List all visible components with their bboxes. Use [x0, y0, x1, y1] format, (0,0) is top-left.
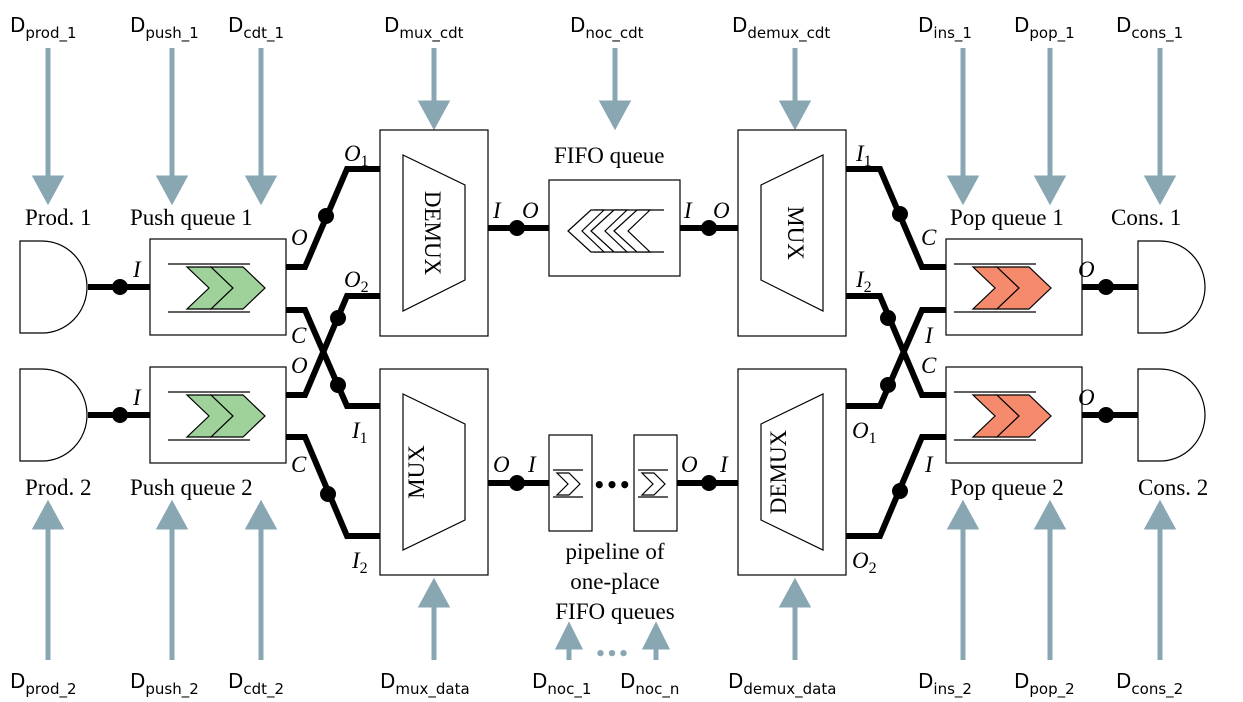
- consumer-1-label: Cons. 1: [1111, 205, 1181, 230]
- delay-label-noc-n: Dnoc_n: [620, 669, 679, 699]
- delay-arrows-bottom: [31, 499, 1177, 660]
- chevron-icon: [995, 394, 1052, 438]
- demux-top-label: DEMUX: [420, 191, 445, 276]
- producer-1-label: Prod. 1: [25, 205, 91, 230]
- port-label-i2: I2: [855, 267, 872, 296]
- pipeline-queue-last: [633, 434, 678, 532]
- port-label-i: I: [683, 198, 693, 223]
- consumer-2-label: Cons. 2: [1138, 475, 1208, 500]
- delay-ellipsis: •••: [595, 644, 630, 665]
- mux-bottom: MUX: [379, 368, 489, 576]
- delay-label-ins-2: Dins_2: [918, 669, 972, 699]
- delay-label-noc-cdt: Dnoc_cdt: [570, 13, 644, 43]
- demux-bottom: DEMUX: [737, 368, 847, 576]
- delay-label-push-1: Dpush_1: [130, 13, 199, 43]
- delay-label-prod-1: Dprod_1: [10, 13, 77, 43]
- port-label-o: O: [681, 452, 698, 477]
- demux-bottom-label: DEMUX: [766, 429, 791, 514]
- delay-label-cdt-1: Dcdt_1: [228, 13, 284, 43]
- port-label-i: I: [924, 323, 934, 348]
- push-queue-1: [149, 238, 287, 336]
- port-label-c: C: [921, 353, 937, 378]
- port-label-c: C: [921, 225, 937, 250]
- port-label-i: I: [132, 385, 142, 410]
- delay-label-demux-cdt: Ddemux_cdt: [732, 13, 830, 43]
- delay-label-pop-2: Dpop_2: [1014, 669, 1075, 699]
- port-label-c: C: [291, 452, 307, 477]
- junction-dots: [112, 206, 1114, 502]
- pipeline-label-line-1: pipeline of: [566, 539, 665, 564]
- port-label-o1: O1: [852, 418, 877, 447]
- delay-label-mux-data: Dmux_data: [380, 669, 470, 699]
- pipeline-ellipsis: •••: [593, 473, 631, 497]
- delay-label-pop-1: Dpop_1: [1014, 13, 1075, 43]
- chevron-icon: [209, 266, 266, 310]
- delay-arrows-top: [31, 48, 1177, 206]
- port-label-o2: O2: [344, 267, 369, 296]
- mux-top-label: MUX: [783, 206, 808, 260]
- port-label-o1: O1: [344, 141, 369, 170]
- port-label-i: I: [132, 257, 142, 282]
- demux-top: DEMUX: [379, 129, 489, 337]
- port-label-o2: O2: [852, 548, 877, 577]
- pop-queue-2: [945, 366, 1083, 464]
- consumer-2-shape: [1137, 368, 1206, 462]
- port-label-i: I: [527, 452, 537, 477]
- delay-label-demux-data: Ddemux_data: [728, 669, 836, 699]
- pop-queue-1: [945, 238, 1083, 336]
- pipeline-queue-first: [548, 434, 593, 532]
- port-label-i1: I1: [855, 141, 872, 170]
- port-label-i: I: [924, 452, 934, 477]
- consumer-1-shape: [1137, 240, 1206, 334]
- port-label-o: O: [493, 452, 510, 477]
- port-label-o: O: [1078, 385, 1095, 410]
- pipeline-label-line-3: FIFO queues: [555, 599, 675, 624]
- chevron-icon: [995, 266, 1052, 310]
- delay-label-push-2: Dpush_2: [130, 669, 199, 699]
- producer-2-label: Prod. 2: [25, 475, 91, 500]
- pop-queue-2-label: Pop queue 2: [950, 475, 1064, 500]
- chevron-icon: [209, 394, 266, 438]
- port-label-i: I: [719, 452, 729, 477]
- fifo-queue-label: FIFO queue: [554, 143, 665, 168]
- delay-label-prod-2: Dprod_2: [10, 669, 77, 699]
- port-label-o: O: [713, 198, 730, 223]
- pop-queue-1-label: Pop queue 1: [950, 205, 1064, 230]
- mux-bottom-label: MUX: [404, 445, 429, 499]
- port-label-c: C: [291, 323, 307, 348]
- push-queue-2: [149, 366, 287, 464]
- port-label-o: O: [291, 353, 308, 378]
- producer-1-shape: [19, 240, 88, 334]
- fifo-queue: [548, 179, 681, 277]
- port-label-i: I: [492, 198, 502, 223]
- push-queue-2-label: Push queue 2: [130, 475, 253, 500]
- mux-top: MUX: [737, 129, 847, 337]
- port-label-o: O: [522, 198, 539, 223]
- delay-label-cons-1: Dcons_1: [1116, 13, 1183, 43]
- delay-label-noc-1: Dnoc_1: [532, 669, 591, 699]
- delay-label-cdt-2: Dcdt_2: [228, 669, 284, 699]
- port-label-o: O: [291, 225, 308, 250]
- producer-2-shape: [19, 368, 88, 462]
- delay-label-cons-2: Dcons_2: [1116, 669, 1183, 699]
- port-label-i1: I1: [351, 418, 368, 447]
- delay-label-mux-cdt: Dmux_cdt: [384, 13, 464, 43]
- push-queue-1-label: Push queue 1: [130, 205, 253, 230]
- pipeline-label-line-2: one-place: [570, 569, 659, 594]
- port-label-i2: I2: [351, 548, 368, 577]
- delay-label-ins-1: Dins_1: [918, 13, 972, 43]
- port-label-o: O: [1078, 257, 1095, 282]
